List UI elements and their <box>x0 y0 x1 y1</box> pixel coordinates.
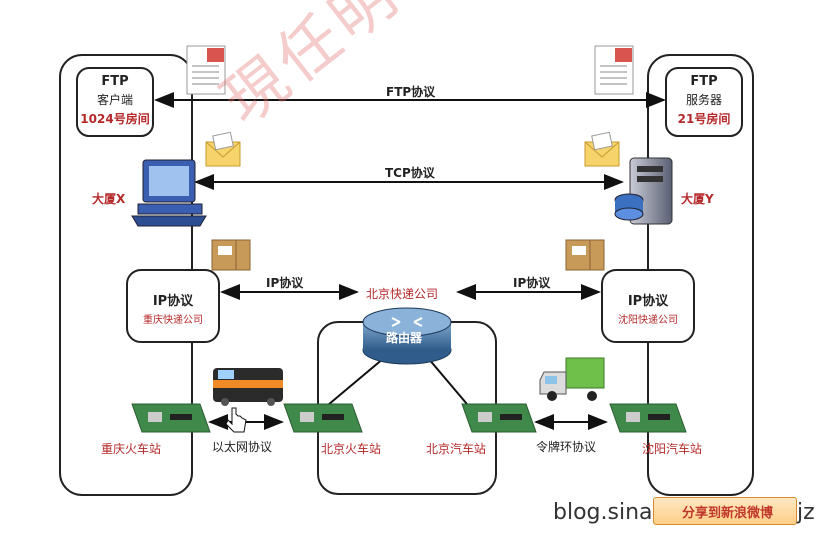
server-icon <box>614 157 673 225</box>
ip-left-title: IP协议 <box>152 294 194 309</box>
envelope-icon-left <box>205 131 241 167</box>
share-to-weibo-button[interactable]: 分享到新浪微博 <box>653 497 797 525</box>
ip-right-title: IP协议 <box>627 294 669 309</box>
ip-left-label: IP协议 重庆快递公司 <box>127 290 219 326</box>
ip-right-label: IP协议 沈阳快递公司 <box>602 290 694 326</box>
router-link-left <box>321 357 385 411</box>
ftp-server-room: 21号房间 <box>677 112 731 126</box>
ethernet-protocol-label: 以太网协议 <box>212 440 273 454</box>
computer-icon <box>131 159 207 227</box>
ftp-client-title: FTP <box>101 74 129 89</box>
blog-url-text[interactable]: blog.sina <box>553 500 653 525</box>
ftp-client-sub: 客户端 <box>96 93 133 107</box>
network-card-icon-beijing-bus <box>461 403 537 433</box>
ip-protocol-right-label: IP协议 <box>513 276 551 290</box>
ftp-server-title: FTP <box>690 74 718 89</box>
parcel-box-icon-right <box>565 239 605 271</box>
ftp-client-box <box>76 67 154 137</box>
ftp-server-box <box>665 67 743 137</box>
ftp-server-sub: 服务器 <box>685 93 722 107</box>
network-card-icon-beijing-train <box>283 403 363 433</box>
token-ring-protocol-label: 令牌环协议 <box>536 440 597 454</box>
router-icon <box>362 307 452 365</box>
router-label: 路由器 <box>386 331 423 345</box>
ip-left-sub: 重庆快递公司 <box>143 315 203 326</box>
shenyang-bus-station-label: 沈阳汽车站 <box>642 442 703 456</box>
truck-icon <box>539 357 605 401</box>
ip-left-box <box>126 269 220 343</box>
router-link-right <box>427 357 473 411</box>
ftp-client-label: FTP 客户端 1024号房间 <box>77 74 153 127</box>
tcp-protocol-label: TCP协议 <box>385 166 435 180</box>
share-button-label: 分享到新浪微博 <box>682 506 774 521</box>
parcel-box-icon-left <box>211 239 251 271</box>
beijing-bus-station-label: 北京汽车站 <box>426 442 487 456</box>
network-card-icon-chongqing <box>131 403 211 433</box>
document-icon-left <box>186 45 226 95</box>
beijing-express-label: 北京快递公司 <box>366 287 439 301</box>
building-x-label: 大厦X <box>92 192 126 206</box>
ip-right-box <box>601 269 695 343</box>
chongqing-train-station-label: 重庆火车站 <box>101 442 162 456</box>
building-y-label: 大厦Y <box>681 192 714 206</box>
train-icon <box>213 368 283 406</box>
ip-protocol-left-label: IP协议 <box>266 276 304 290</box>
ip-right-sub: 沈阳快递公司 <box>618 315 678 326</box>
ftp-protocol-label: FTP协议 <box>386 85 436 99</box>
ftp-client-room: 1024号房间 <box>80 112 150 126</box>
hand-cursor-icon <box>225 407 247 433</box>
beijing-train-station-label: 北京火车站 <box>321 442 382 456</box>
network-card-icon-shenyang <box>609 403 687 433</box>
envelope-icon-right <box>584 131 620 167</box>
document-icon-right <box>594 45 634 95</box>
ftp-server-label: FTP 服务器 21号房间 <box>666 74 742 127</box>
blog-url-suffix: jz <box>797 500 815 525</box>
